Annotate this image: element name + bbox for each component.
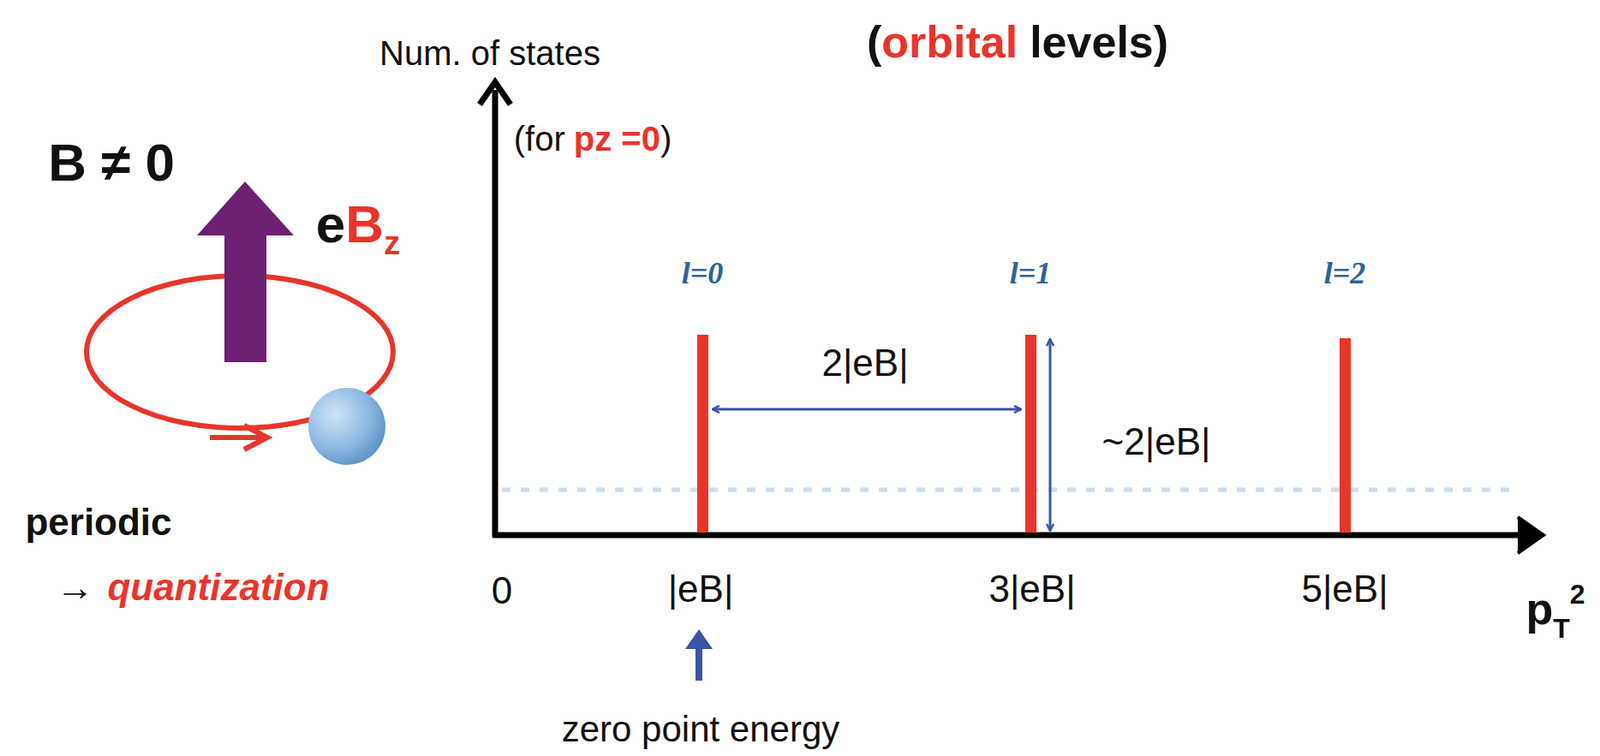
level-bar [697,334,709,533]
height-arrow [1049,339,1052,532]
y-axis [492,89,499,538]
axis-title: Num. of states [379,34,601,72]
field-symbol: eBz [316,195,400,254]
axis-note: (forpz =0) [513,119,672,158]
level-bar [1339,338,1351,533]
height-label: ~2|eB| [1102,421,1212,463]
tick-label-text: 5|eB| [1301,568,1388,610]
particle [308,388,386,466]
tick-label: 0 [491,570,513,612]
heading-text: levels) [1029,17,1169,67]
level-bar [1025,334,1037,533]
field-arrow [197,181,294,363]
dotted-level [501,488,1510,493]
level-index-text: l=1 [1009,256,1052,292]
field-label-text: B ≠ 0 [47,133,175,192]
tick-label-text: 3|eB| [988,568,1075,610]
level-index-text: l=2 [1324,256,1367,292]
field-label: B ≠ 0 [47,133,175,192]
spacing-label: 2|eB| [821,342,908,384]
field-symbol-text: e [316,195,346,254]
heading-text: ( [866,17,882,67]
orbit-arrow-shaft [209,435,262,441]
note-text: → [55,567,94,609]
note-text: quantization [107,567,329,609]
level-index: l=1 [1009,256,1052,292]
y-axis-head [479,82,511,105]
note: → quantization [55,567,329,609]
axis-note-text: pz =0 [573,119,661,158]
axis-variable-text: T [1552,614,1571,645]
tick-label: |eB| [668,568,735,610]
field-symbol-text: B [345,195,384,254]
axis-title-text: Num. of states [379,34,601,72]
x-axis-head [1517,517,1544,554]
level-index-text: l=0 [681,256,724,292]
level-index: l=2 [1324,256,1367,292]
note-text: periodic [24,501,172,544]
axis-variable-text: 2 [1570,579,1586,610]
axis-note-text: ) [660,119,672,158]
x-axis [492,532,1534,539]
level-index: l=0 [681,256,724,292]
annotation-text: zero point energy [561,710,841,750]
field-symbol-text: z [383,226,400,263]
spacing-arrow [712,408,1021,412]
spacing-label-text: 2|eB| [821,342,908,384]
pointer-head [685,629,713,650]
axis-note-text: (for [513,119,566,158]
tick-label-text: 0 [491,570,513,612]
tick-label: 5|eB| [1301,568,1388,610]
heading: (orbitallevels) [866,17,1169,67]
tick-label: 3|eB| [988,568,1075,610]
axis-variable-text: p [1525,585,1553,634]
axis-variable: pT2 [1525,585,1585,634]
heading-text: orbital [881,17,1018,67]
tick-label-text: |eB| [668,568,735,610]
height-label-text: ~2|eB| [1102,421,1212,463]
note: periodic [24,501,172,544]
annotation: zero point energy [561,710,841,750]
orbit-arrow-head [244,425,268,450]
